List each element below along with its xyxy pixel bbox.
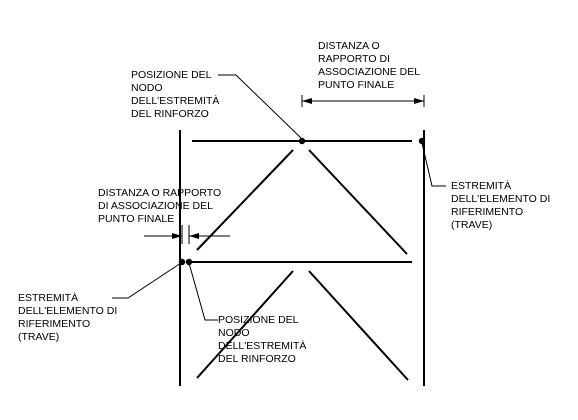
right-ref-dot <box>418 137 426 145</box>
upper-left-brace <box>196 149 294 251</box>
top-dim-arrow-left <box>302 98 312 104</box>
right-ref-leader <box>421 142 446 187</box>
label-distance-top: DISTANZA O RAPPORTO DI ASSOCIAZIONE DEL … <box>318 40 421 91</box>
left-ref-leader <box>112 262 182 299</box>
label-ref-left: ESTREMITÀ DELL'ELEMENTO DI RIFERIMENTO (… <box>18 292 118 343</box>
left-dim-arrow-out <box>189 233 199 239</box>
upper-right-brace <box>308 149 408 255</box>
label-ref-right: ESTREMITÀ DELL'ELEMENTO DI RIFERIMENTO (… <box>451 180 551 231</box>
bottom-node-dot <box>185 258 193 266</box>
label-distance-left: DISTANZA O RAPPORTO DI ASSOCIAZIONE DEL … <box>98 187 222 225</box>
bottom-node-leader <box>188 262 218 321</box>
lower-right-brace <box>308 270 409 381</box>
label-node-top: POSIZIONE DEL NODO DELL'ESTREMITÀ DEL RI… <box>131 69 220 120</box>
top-node-leader <box>218 74 302 139</box>
lower-left-brace <box>196 270 294 379</box>
top-node-dot <box>298 137 306 145</box>
left-dim-arrow-in <box>172 233 182 239</box>
left-ref-dot <box>178 258 186 266</box>
label-node-bottom: POSIZIONE DEL NODO DELL'ESTREMITÀ DEL RI… <box>218 314 307 365</box>
top-dim-arrow-right <box>414 98 424 104</box>
